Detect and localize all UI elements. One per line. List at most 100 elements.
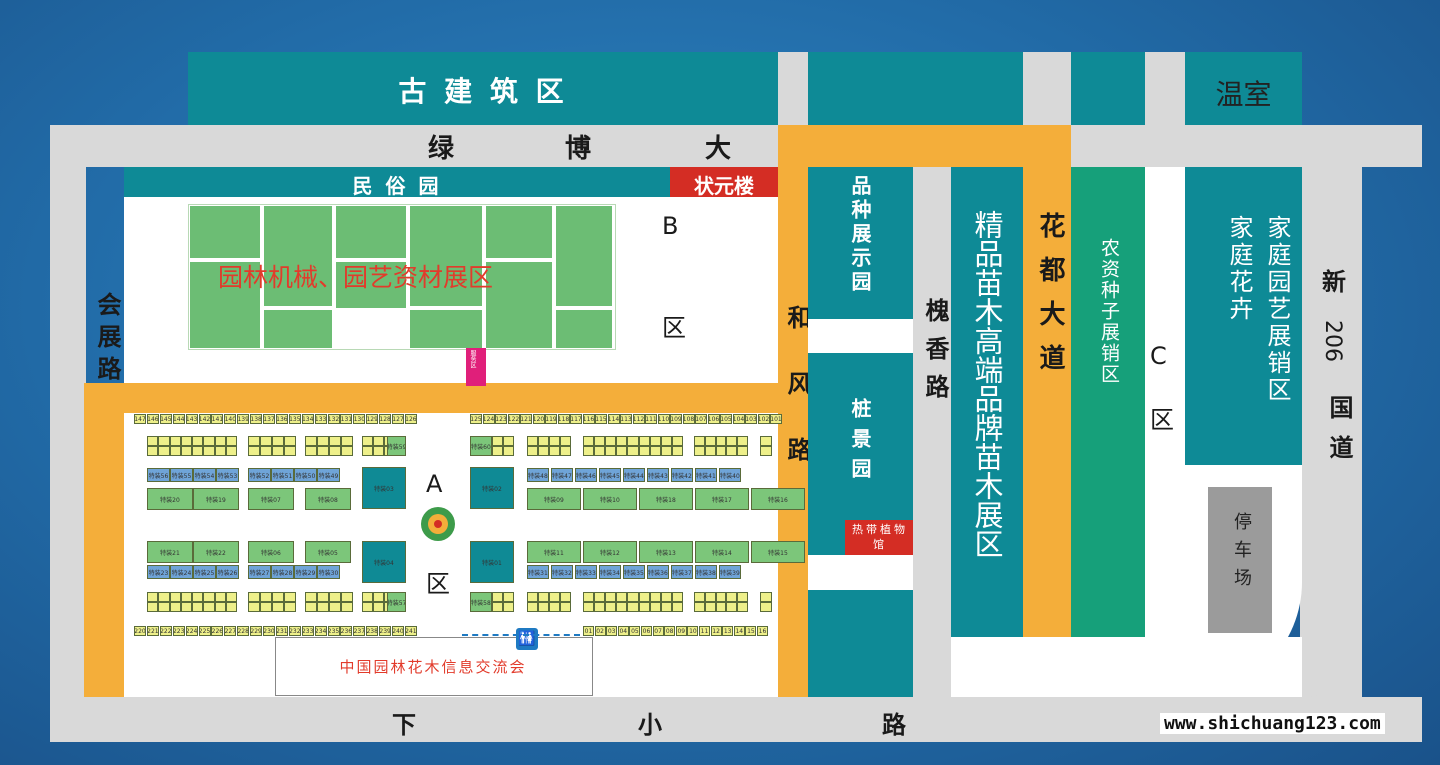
booth[interactable]: 109 xyxy=(670,414,682,424)
booth[interactable] xyxy=(225,602,237,612)
booth[interactable] xyxy=(760,592,772,602)
booth[interactable] xyxy=(203,592,215,602)
booth[interactable]: 118 xyxy=(557,414,570,424)
booth[interactable]: 233 xyxy=(301,626,314,636)
booth[interactable] xyxy=(248,446,260,456)
booth[interactable]: 02 xyxy=(594,626,606,636)
booth[interactable]: 107 xyxy=(695,414,707,424)
booth[interactable]: 特装58 xyxy=(470,592,492,612)
booth[interactable] xyxy=(260,446,272,456)
booth[interactable]: 特装08 xyxy=(305,488,351,510)
booth[interactable] xyxy=(671,446,683,456)
booth[interactable]: 08 xyxy=(664,626,676,636)
booth[interactable] xyxy=(225,436,237,446)
booth[interactable] xyxy=(737,446,748,456)
booth[interactable] xyxy=(760,436,772,446)
booth[interactable] xyxy=(317,592,329,602)
booth[interactable] xyxy=(538,592,549,602)
booth[interactable]: 特装11 xyxy=(527,541,581,563)
booth[interactable] xyxy=(362,602,373,612)
booth[interactable]: 特装42 xyxy=(671,468,693,482)
booth[interactable] xyxy=(527,592,538,602)
booth[interactable] xyxy=(341,436,353,446)
booth[interactable]: 特装34 xyxy=(599,565,621,579)
booth[interactable]: 03 xyxy=(606,626,618,636)
booth[interactable]: 12 xyxy=(710,626,722,636)
booth[interactable]: 126 xyxy=(404,414,417,424)
booth[interactable]: 241 xyxy=(404,626,417,636)
booth[interactable] xyxy=(260,592,272,602)
booth[interactable] xyxy=(549,446,560,456)
booth[interactable] xyxy=(192,446,204,456)
booth[interactable] xyxy=(503,602,514,612)
booth[interactable]: 特装27 xyxy=(248,565,271,579)
booth[interactable]: 特装35 xyxy=(623,565,645,579)
booth[interactable]: 特装39 xyxy=(719,565,741,579)
booth[interactable] xyxy=(649,602,661,612)
booth[interactable] xyxy=(694,592,705,602)
booth[interactable] xyxy=(329,602,341,612)
booth[interactable]: 234 xyxy=(314,626,327,636)
booth[interactable] xyxy=(329,446,341,456)
booth[interactable] xyxy=(169,602,181,612)
booth[interactable]: 113 xyxy=(620,414,632,424)
booth[interactable]: 特装36 xyxy=(647,565,669,579)
booth[interactable]: 221 xyxy=(146,626,159,636)
booth[interactable]: 特装45 xyxy=(599,468,621,482)
booth[interactable] xyxy=(605,592,617,602)
booth[interactable]: 特装28 xyxy=(271,565,294,579)
booth[interactable] xyxy=(169,436,181,446)
booth[interactable] xyxy=(248,602,260,612)
booth[interactable]: 139 xyxy=(237,414,250,424)
booth[interactable]: 特装38 xyxy=(695,565,717,579)
booth[interactable]: 特装41 xyxy=(695,468,717,482)
booth[interactable]: 146 xyxy=(146,414,159,424)
booth[interactable] xyxy=(627,446,639,456)
booth[interactable] xyxy=(760,446,772,456)
booth[interactable]: 特装07 xyxy=(248,488,294,510)
booth[interactable]: 06 xyxy=(641,626,652,636)
booth[interactable] xyxy=(147,602,159,612)
booth[interactable] xyxy=(649,592,661,602)
booth[interactable]: 127 xyxy=(392,414,404,424)
booth[interactable] xyxy=(272,436,284,446)
booth[interactable]: 特装17 xyxy=(695,488,749,510)
booth[interactable]: 136 xyxy=(275,414,288,424)
booth[interactable] xyxy=(203,436,215,446)
booth[interactable] xyxy=(694,446,705,456)
booth[interactable]: 01 xyxy=(583,626,594,636)
booth[interactable]: 119 xyxy=(545,414,557,424)
booth[interactable] xyxy=(715,592,727,602)
booth[interactable] xyxy=(605,602,617,612)
booth[interactable] xyxy=(158,446,170,456)
booth[interactable] xyxy=(180,436,192,446)
booth[interactable]: 124 xyxy=(482,414,495,424)
booth[interactable]: 14 xyxy=(733,626,745,636)
booth[interactable]: 229 xyxy=(250,626,263,636)
booth[interactable]: 115 xyxy=(595,414,607,424)
booth[interactable] xyxy=(492,592,503,602)
booth[interactable]: 04 xyxy=(617,626,629,636)
booth[interactable]: 特装25 xyxy=(193,565,216,579)
booth[interactable]: 235 xyxy=(327,626,340,636)
booth[interactable] xyxy=(503,592,514,602)
booth[interactable] xyxy=(180,592,192,602)
booth[interactable] xyxy=(147,592,159,602)
booth[interactable] xyxy=(627,592,639,602)
booth[interactable] xyxy=(503,446,514,456)
booth[interactable]: 特装19 xyxy=(193,488,239,510)
booth[interactable]: 232 xyxy=(288,626,301,636)
booth[interactable]: 133 xyxy=(314,414,327,424)
booth[interactable]: 236 xyxy=(340,626,353,636)
booth[interactable] xyxy=(605,436,617,446)
booth[interactable]: 特装40 xyxy=(719,468,741,482)
booth[interactable]: 特装56 xyxy=(147,468,170,482)
booth[interactable] xyxy=(284,446,296,456)
booth[interactable] xyxy=(671,602,683,612)
booth[interactable]: 特装02 xyxy=(470,467,514,509)
booth[interactable] xyxy=(329,436,341,446)
booth[interactable] xyxy=(341,602,353,612)
booth[interactable]: 106 xyxy=(707,414,720,424)
booth[interactable] xyxy=(305,436,317,446)
booth[interactable]: 105 xyxy=(720,414,732,424)
